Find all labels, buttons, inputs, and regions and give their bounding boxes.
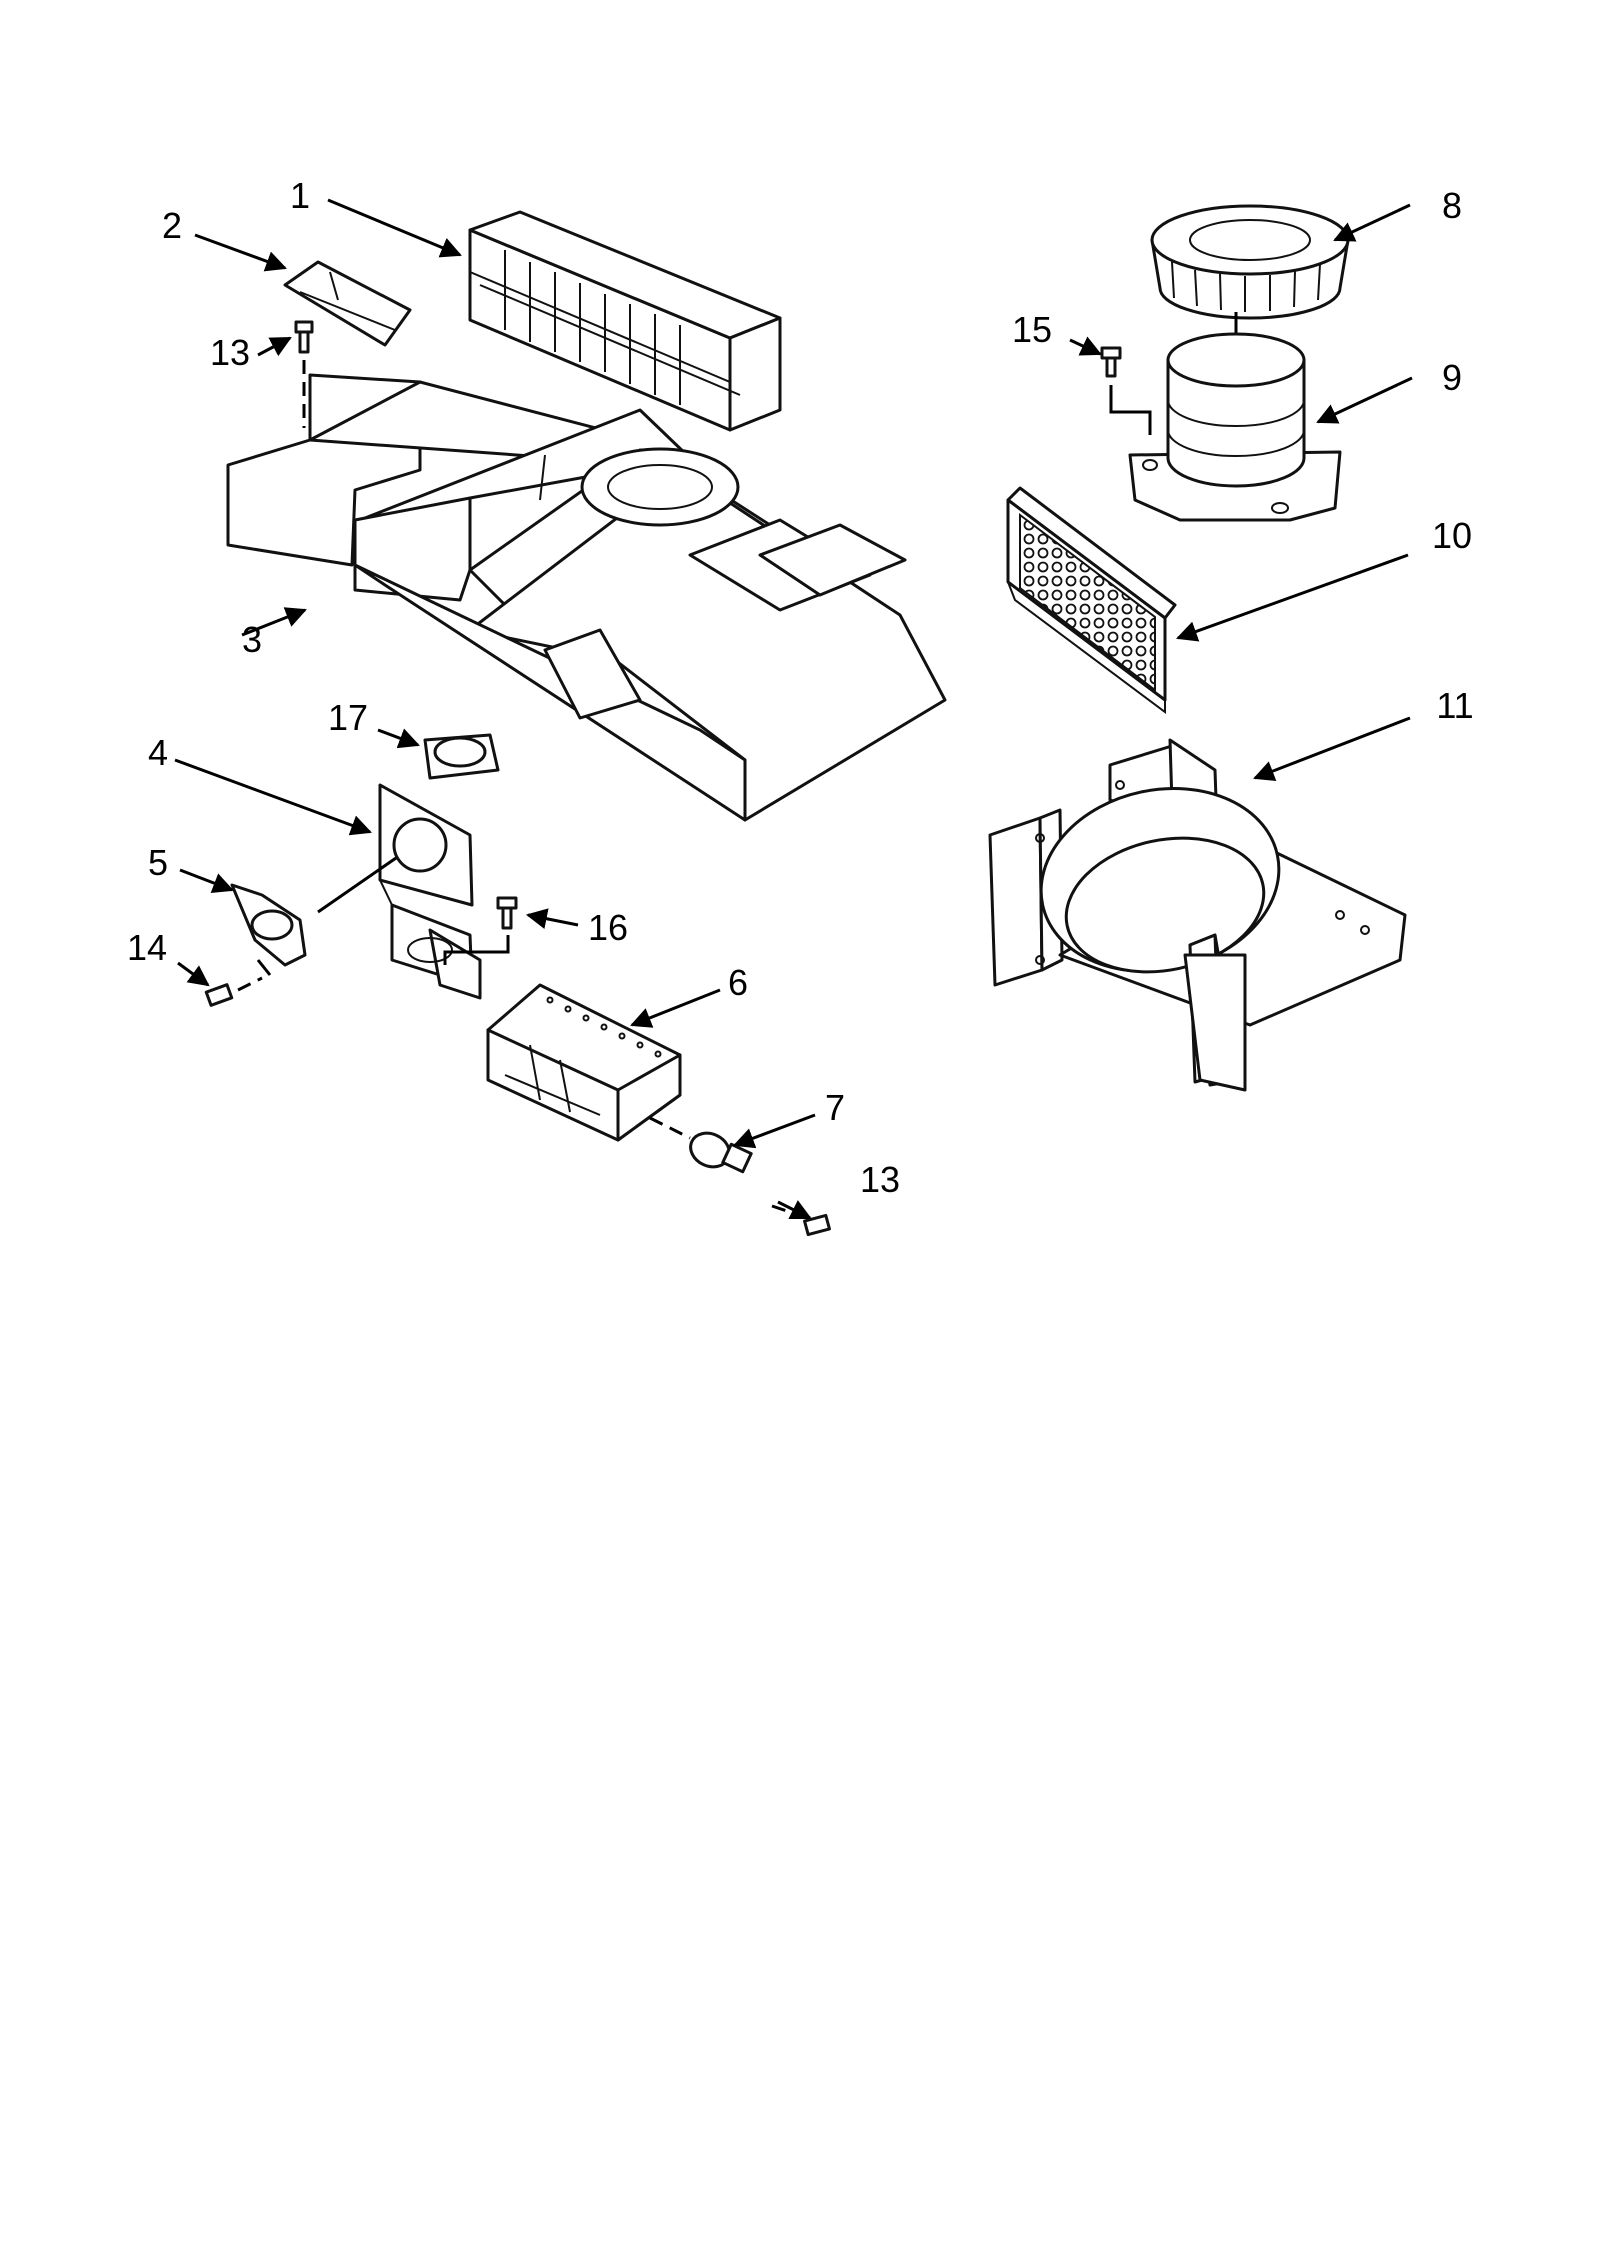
part-17-thermostat: [423, 733, 500, 780]
part-7-bulb: [649, 1116, 753, 1174]
callout-4: 4: [148, 732, 168, 773]
callout-arrows: [174, 198, 1413, 1220]
callout-13-top: 13: [210, 332, 250, 373]
part-3-duct-housing: [226, 373, 947, 822]
callout-11: 11: [1436, 685, 1473, 726]
part-13-screw-top: [294, 320, 314, 428]
callout-9: 9: [1442, 357, 1462, 398]
callout-17: 17: [328, 697, 368, 738]
part-16-screw: [443, 896, 518, 965]
part-13-screw-bottom: [771, 1204, 831, 1237]
part-2-bracket: [283, 260, 412, 347]
callout-labels: 1 2 3 4 5 6 7 8 9 10 11 13 13 14 15 16 1…: [127, 175, 1474, 1200]
callout-6: 6: [728, 962, 748, 1003]
callout-3: 3: [242, 619, 262, 660]
part-14-screw: [204, 976, 263, 1007]
part-11-scroll-housing: [988, 738, 1407, 1092]
part-10-mesh-filter: [1006, 486, 1177, 714]
callout-15: 15: [1012, 309, 1052, 350]
part-15-screw: [1100, 346, 1152, 435]
part-8-blower-wheel: [1150, 204, 1350, 338]
callout-13-bottom: 13: [860, 1159, 900, 1200]
part-1-louver-box: [468, 210, 782, 432]
callout-1: 1: [290, 175, 310, 216]
callout-14: 14: [127, 927, 167, 968]
callout-16: 16: [588, 907, 628, 948]
callout-5: 5: [148, 842, 168, 883]
callout-7: 7: [825, 1087, 845, 1128]
part-4-mounting-plate: [317, 783, 482, 1000]
callout-10: 10: [1432, 515, 1472, 556]
part-9-motor: [1128, 332, 1342, 522]
part-6-light-housing: [486, 983, 682, 1142]
callout-8: 8: [1442, 185, 1462, 226]
part-5-thermal-fuse: [230, 883, 307, 976]
callout-2: 2: [162, 205, 182, 246]
